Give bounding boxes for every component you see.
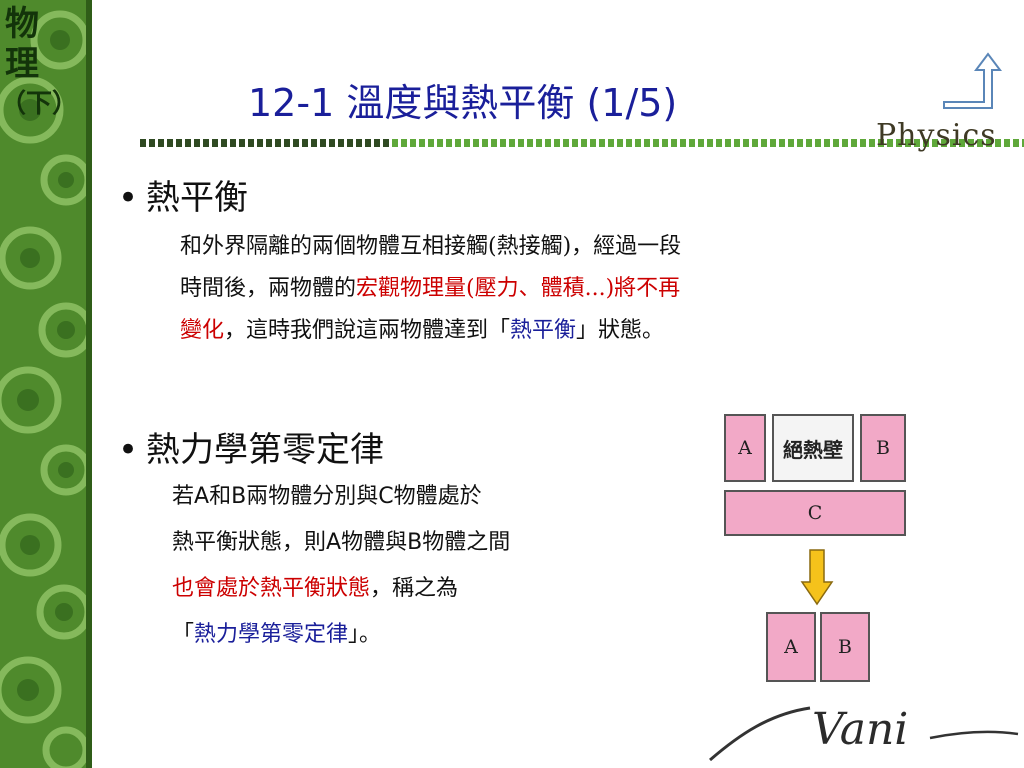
- body-text-segment: B: [231, 484, 247, 509]
- result-a-box: A: [766, 612, 816, 682]
- body-text-segment: 宏觀物理量(壓力、體積...)將不再: [356, 276, 681, 301]
- bullet-heading: •熱平衡: [118, 178, 248, 218]
- body-line: 和外界隔離的兩個物體互相接觸(熱接觸)，經過一段: [180, 226, 700, 268]
- body-text-segment: C: [378, 484, 394, 509]
- return-arrow-icon[interactable]: [940, 50, 1004, 110]
- title-number: 12-1: [248, 81, 335, 125]
- body-text-segment: 也會處於熱平衡狀態: [172, 576, 371, 601]
- title-page: (1/5): [586, 81, 678, 125]
- body-text-segment: 」。: [348, 622, 382, 647]
- body-text-segment: 物體與: [341, 530, 408, 555]
- body-a-box: A: [724, 414, 766, 482]
- body-text-segment: 熱力學第零定律: [194, 622, 349, 647]
- sidebar-title-char: 理: [5, 44, 39, 84]
- body-text-segment: 和: [209, 484, 232, 509]
- body-text-segment: 和外界隔離的兩個物體互相接觸(熱接觸)，經過一段: [180, 234, 682, 259]
- vani-logo: Vani: [709, 704, 1019, 762]
- body-line: 變化，這時我們說這兩物體達到「熱平衡」狀態。: [180, 310, 700, 352]
- body-text-segment: 」狀態。: [576, 318, 665, 343]
- insulating-wall-box: 絕熱壁: [772, 414, 854, 482]
- result-b-box: B: [820, 612, 870, 682]
- body-text-segment: 兩物體分別與: [246, 484, 379, 509]
- bullet-heading-text: 熱力學第零定律: [146, 430, 384, 470]
- title-divider: [140, 139, 1024, 147]
- body-text-segment: 時間後，兩物體的: [180, 276, 357, 301]
- bullet-body: 若A和B兩物體分別與C物體處於熱平衡狀態，則A物體與B物體之間也會處於熱平衡狀態…: [172, 474, 712, 658]
- body-text-segment: ，這時我們說這兩物體達到「: [224, 318, 511, 343]
- body-line: 時間後，兩物體的宏觀物理量(壓力、體積...)將不再: [180, 268, 700, 310]
- sidebar-decoration: 物 理 （下）: [0, 0, 92, 768]
- body-text-segment: 物體處於: [393, 484, 482, 509]
- body-text-segment: A: [326, 530, 342, 555]
- body-text-segment: 熱平衡: [510, 318, 577, 343]
- body-text-segment: 「: [172, 622, 195, 647]
- body-c-box: C: [724, 490, 906, 536]
- body-line: 也會處於熱平衡狀態，稱之為: [172, 566, 712, 612]
- body-text-segment: 變化: [180, 318, 225, 343]
- sidebar-title-char: （下）: [0, 89, 79, 119]
- sidebar-title: 物 理 （下）: [0, 4, 79, 124]
- body-text-segment: B: [407, 530, 423, 555]
- sidebar-title-char: 物: [5, 4, 39, 44]
- body-text-segment: ，稱之為: [370, 576, 459, 601]
- body-line: 「熱力學第零定律」。: [172, 612, 712, 658]
- body-text-segment: 物體之間: [422, 530, 511, 555]
- brand-label: Physics: [876, 118, 997, 153]
- thermal-equilibrium-diagram: A 絕熱壁 B C A B: [720, 412, 910, 688]
- body-text-segment: 若: [172, 484, 195, 509]
- bullet-heading-text: 熱平衡: [146, 178, 248, 218]
- title-text: 溫度與熱平衡: [346, 81, 575, 125]
- body-line: 若A和B兩物體分別與C物體處於: [172, 474, 712, 520]
- body-text-segment: A: [194, 484, 210, 509]
- body-b-box: B: [860, 414, 906, 482]
- bullet-body: 和外界隔離的兩個物體互相接觸(熱接觸)，經過一段時間後，兩物體的宏觀物理量(壓力…: [180, 226, 700, 352]
- page-title: 12-1 溫度與熱平衡 (1/5): [248, 72, 677, 127]
- body-text-segment: 熱平衡狀態，則: [172, 530, 327, 555]
- bullet-heading: •熱力學第零定律: [118, 430, 384, 470]
- body-line: 熱平衡狀態，則A物體與B物體之間: [172, 520, 712, 566]
- down-arrow-icon: [800, 549, 834, 606]
- logo-text: Vani: [812, 704, 908, 755]
